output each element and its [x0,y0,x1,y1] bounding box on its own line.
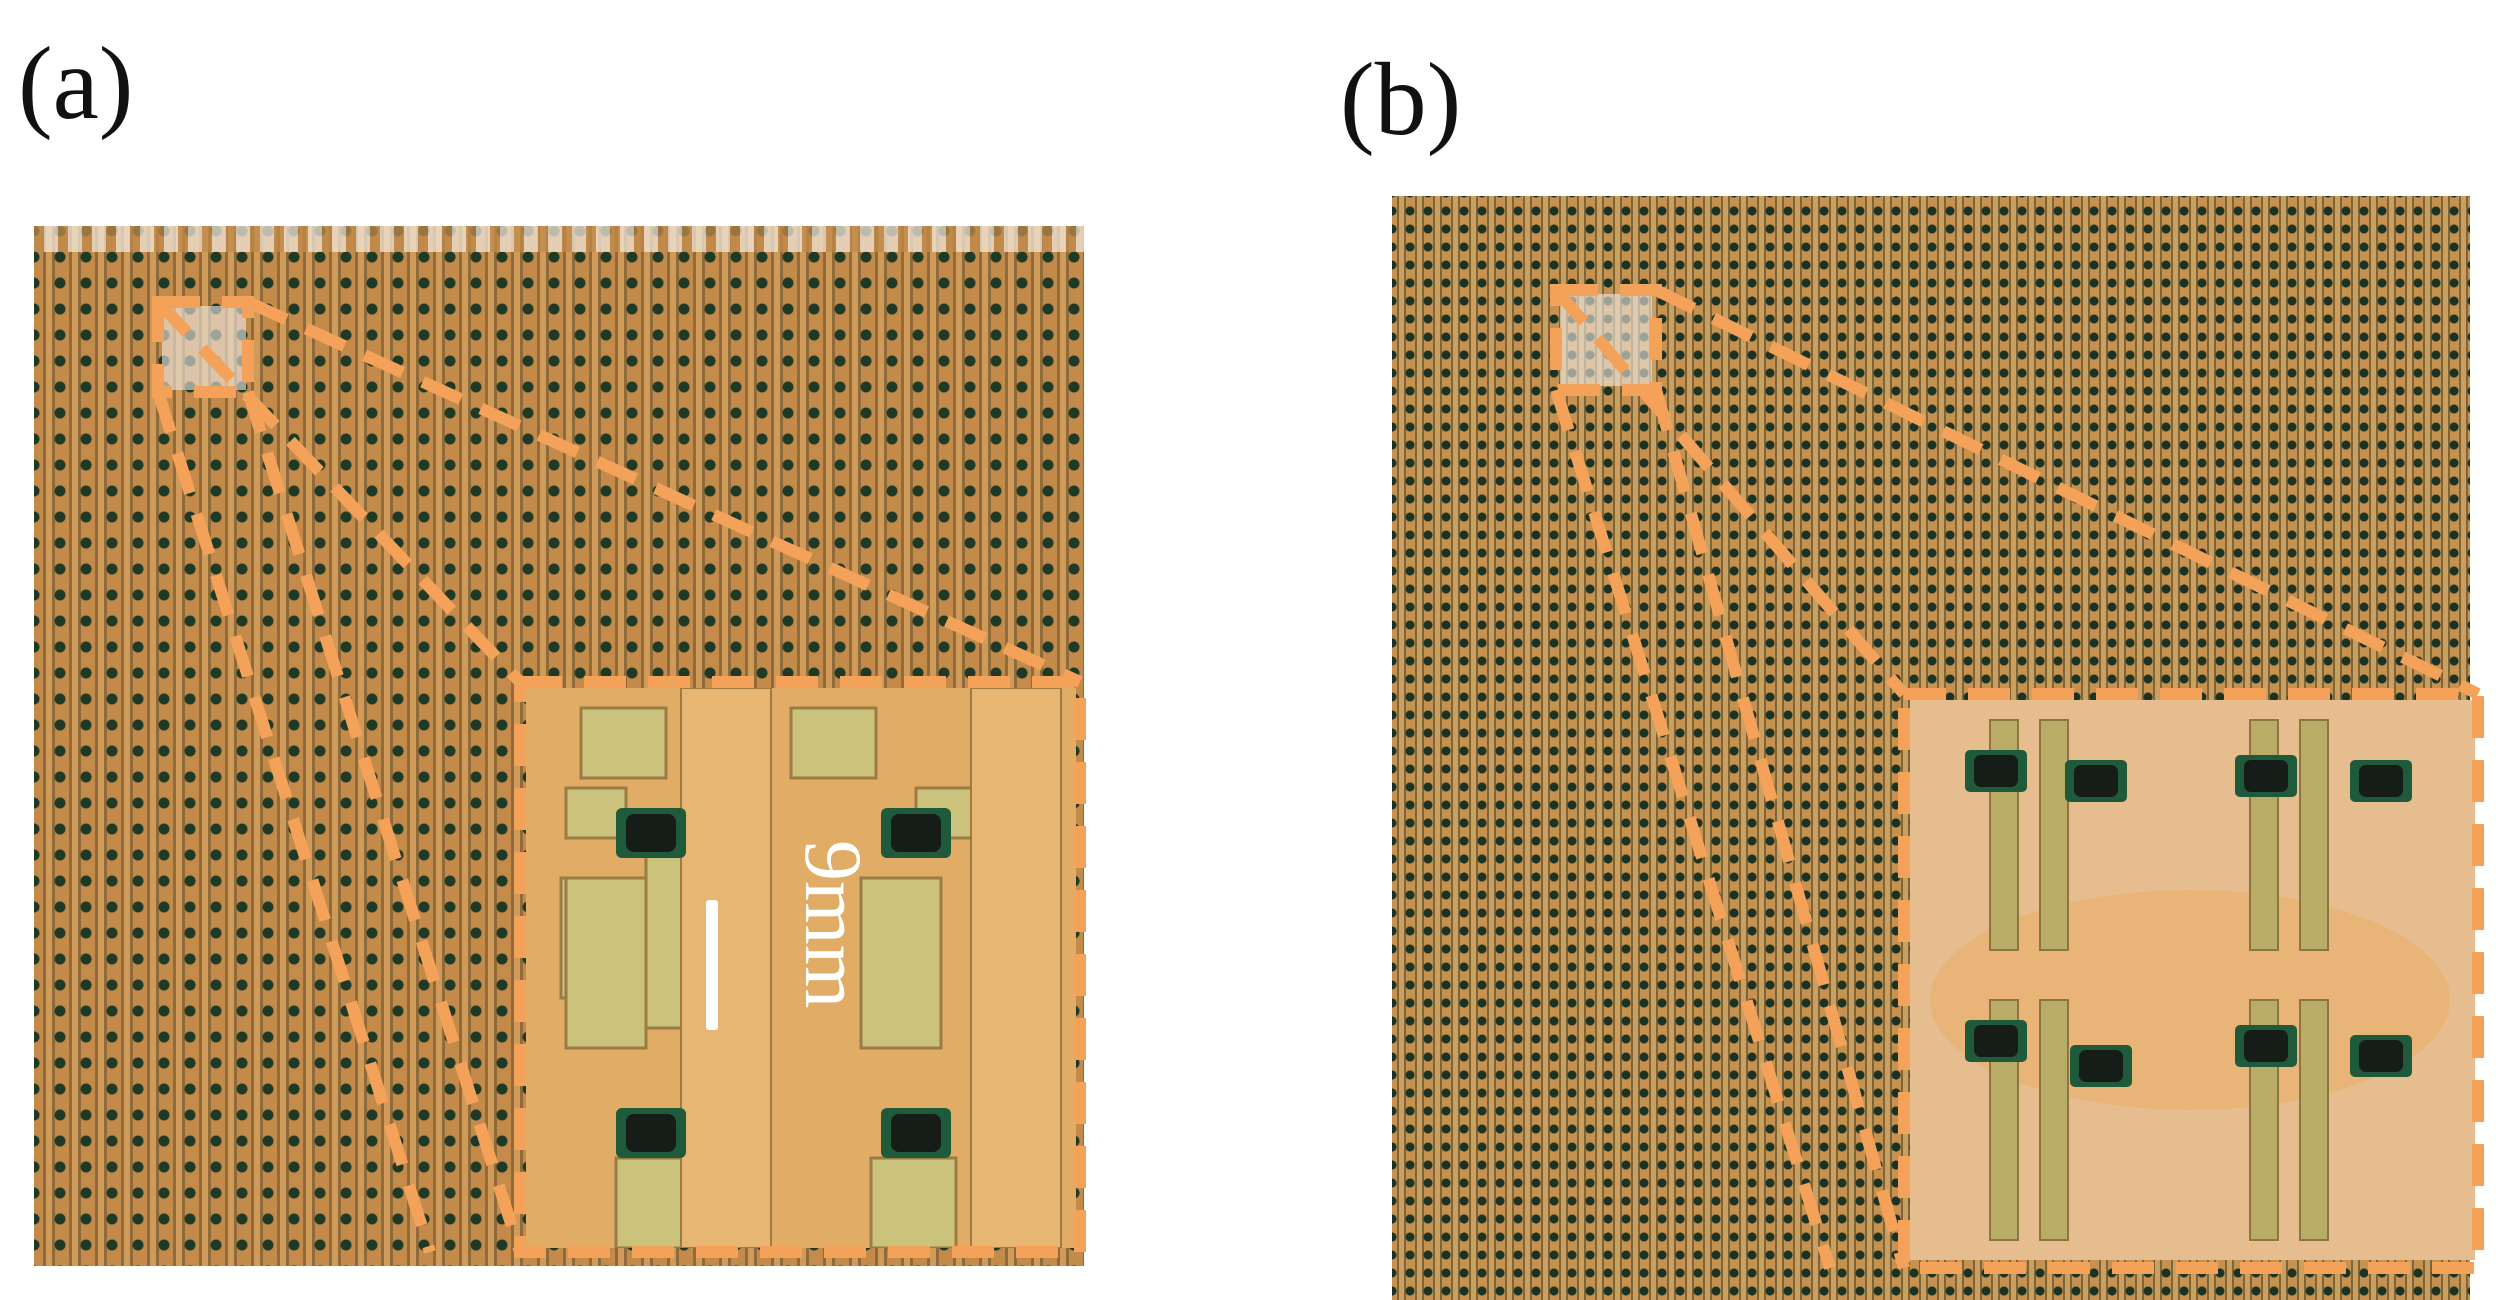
zoom-box-small-a [152,296,254,398]
panel-label-a: (a) [18,26,134,141]
zoom-inset-a: 9mm [526,688,1076,1248]
unit-cell-closeup-b [1910,700,2475,1260]
scale-label: 9mm [788,840,879,1009]
zoom-box-large-a [514,676,1086,1258]
zoom-box-large-b [1898,688,2484,1274]
unit-cell-closeup-a [526,688,1076,1248]
zoom-inset-b [1910,700,2475,1260]
zoom-box-small-b [1550,284,1662,396]
scale-bar [706,900,718,1030]
panel-label-b: (b) [1340,42,1462,157]
